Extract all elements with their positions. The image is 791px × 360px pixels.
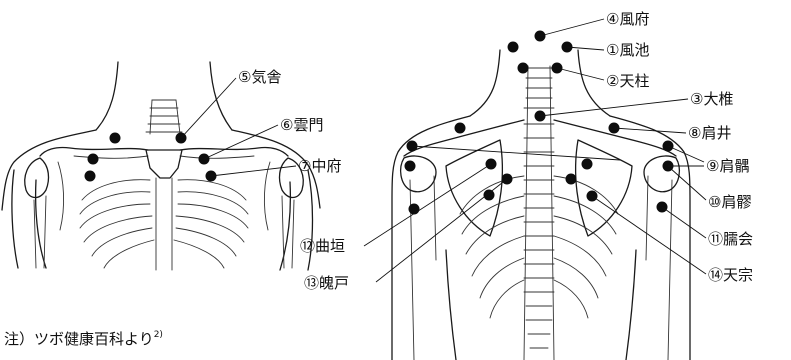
label-fufu: ④風府 [606, 10, 649, 28]
front-leaders [181, 78, 296, 176]
front-neck-right [210, 62, 232, 130]
front-humerus-left [25, 158, 49, 198]
back-scapula-right [576, 140, 632, 236]
label-kyokuen: ⑫曲垣 [300, 237, 345, 255]
label-kenryo: ⑩肩髎 [708, 193, 751, 211]
front-body [2, 62, 320, 270]
back-shoulder-left [392, 116, 470, 360]
front-points [85, 133, 217, 182]
source-note-text: 注）ツボ健康百科より [4, 330, 154, 348]
label-tenchu: ②天柱 [606, 72, 649, 90]
label-hakuko: ⑬魄戸 [304, 274, 349, 292]
back-body [392, 50, 690, 360]
front-side-right [280, 182, 290, 270]
back-shoulder-right [610, 116, 690, 360]
front-neck-left [96, 62, 118, 130]
point-dot-kisha-left [110, 133, 121, 144]
back-side-right [626, 250, 636, 360]
front-shoulder-left [2, 130, 96, 210]
back-spine [524, 66, 554, 360]
point-dot-kensei-left [455, 123, 466, 134]
front-sternum [146, 150, 182, 178]
front-ribs [80, 180, 248, 268]
label-fuchi: ①風池 [606, 41, 649, 59]
label-jue: ⑪臑会 [708, 230, 753, 248]
label-unmon: ⑥雲門 [280, 116, 323, 134]
label-kengu: ⑨肩髃 [706, 157, 749, 175]
label-daitsui: ③大椎 [690, 90, 733, 108]
point-dot-hakuko-right [566, 174, 577, 185]
back-neck-left [470, 50, 500, 116]
source-note-ref: 2) [154, 330, 163, 340]
label-chufu: ⑦中府 [298, 157, 341, 175]
point-dot-fuchi-left [508, 42, 519, 53]
back-side-left [446, 250, 456, 360]
point-dot-tenchu-left [518, 63, 529, 74]
label-tenso: ⑭天宗 [708, 266, 753, 284]
front-cervical [146, 100, 182, 134]
point-dot-kenryo-left [405, 161, 416, 172]
front-clavicle-right [180, 147, 288, 156]
source-note: 注）ツボ健康百科より2) [4, 330, 163, 348]
point-dot-unmon-left [88, 154, 99, 165]
point-dot-tenso-left [484, 190, 495, 201]
point-labels: ④風府 ①風池 ②天柱 ③大椎 ⑧肩井 ⑨肩髃 ⑩肩髎 ⑪臑会 ⑭天宗 ⑫曲垣 … [238, 10, 753, 292]
point-dot-jue-left [409, 204, 420, 215]
point-dot-chufu-left [85, 171, 96, 182]
label-kisha: ⑤気舎 [238, 68, 281, 86]
front-arm-left [12, 170, 18, 268]
front-arm-right [308, 170, 313, 270]
point-dot-kyokuen-right [582, 159, 593, 170]
label-kensei: ⑧肩井 [688, 124, 731, 142]
